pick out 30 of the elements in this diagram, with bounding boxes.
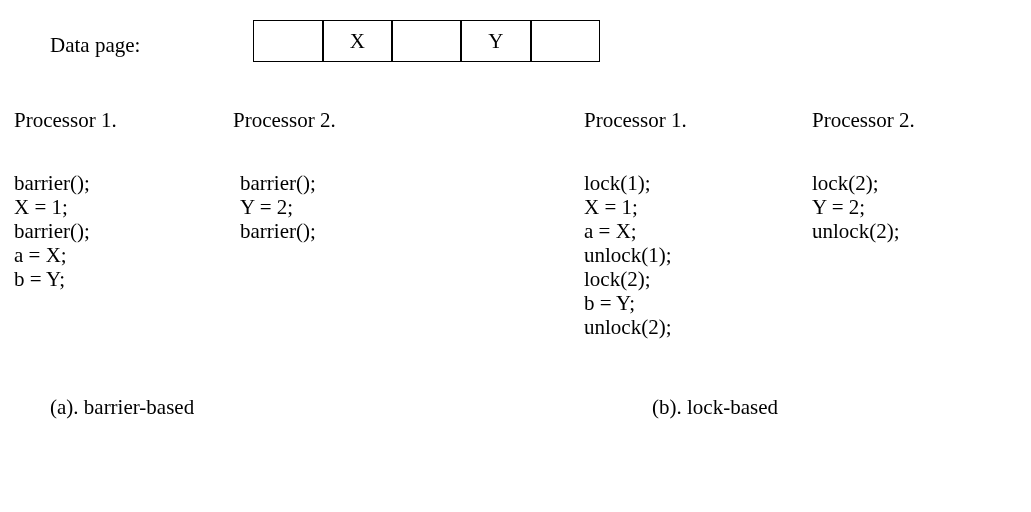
code-line: Y = 2; (812, 195, 866, 219)
code-line: lock(2); (812, 171, 879, 195)
column-heading: Processor 2. (812, 108, 915, 132)
label-text: Data page: (50, 33, 141, 57)
code-line: b = Y; (14, 267, 66, 291)
code-line: Y = 2; (240, 195, 294, 219)
code-line: unlock(2); (584, 315, 672, 339)
memory-cell (530, 20, 600, 62)
code-line: a = X; (14, 243, 67, 267)
memory-cell (253, 20, 324, 62)
code-line: barrier(); (14, 171, 90, 195)
column-heading: Processor 2. (233, 108, 336, 132)
code-line: unlock(1); (584, 243, 672, 267)
memory-cell (391, 20, 462, 62)
code-line: barrier(); (240, 171, 316, 195)
caption: (a). barrier-based (50, 395, 195, 419)
code-line: lock(2); (584, 267, 651, 291)
code-line: barrier(); (240, 219, 316, 243)
code-line: b = Y; (584, 291, 636, 315)
memory-cell: X (322, 20, 393, 62)
code-line: X = 1; (14, 195, 68, 219)
code-line: lock(1); (584, 171, 651, 195)
caption: (b). lock-based (652, 395, 778, 419)
column-heading: Processor 1. (14, 108, 117, 132)
column-heading: Processor 1. (584, 108, 687, 132)
code-line: a = X; (584, 219, 637, 243)
code-line: barrier(); (14, 219, 90, 243)
memory-cell: Y (460, 20, 532, 62)
code-line: unlock(2); (812, 219, 900, 243)
code-line: X = 1; (584, 195, 638, 219)
